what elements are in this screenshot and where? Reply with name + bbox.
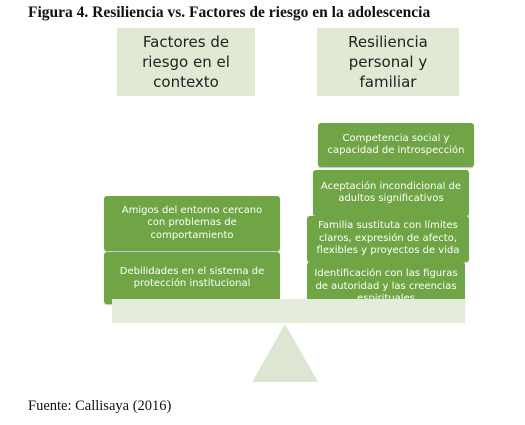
resilience-item-social-competence: Competencia social y capacidad de intros… bbox=[318, 123, 474, 167]
scale-beam bbox=[112, 299, 465, 323]
risk-item-institutional: Debilidades en el sistema de protección … bbox=[104, 252, 280, 304]
header-risk-factors: Factores de riesgo en el contexto bbox=[117, 28, 255, 96]
resilience-item-acceptance: Aceptación incondicional de adultos sign… bbox=[313, 170, 469, 216]
resilience-item-foster-family: Familia sustituta con límites claros, ex… bbox=[307, 216, 469, 262]
figure-caption: Figura 4. Resiliencia vs. Factores de ri… bbox=[28, 4, 431, 21]
header-resilience: Resiliencia personal y familiar bbox=[317, 28, 459, 96]
figure-source: Fuente: Callisaya (2016) bbox=[28, 398, 172, 414]
risk-item-friends: Amigos del entorno cercano con problemas… bbox=[104, 196, 280, 251]
scale-fulcrum bbox=[252, 324, 318, 382]
